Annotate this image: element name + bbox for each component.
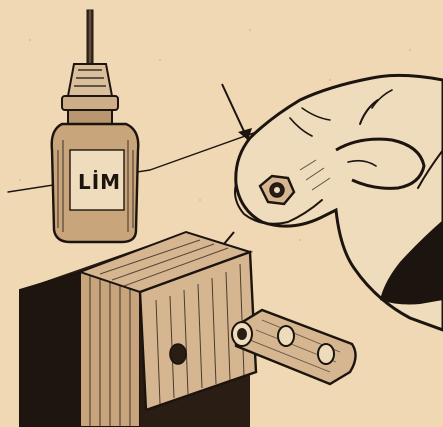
bottle-label-text: LİM [78, 170, 121, 194]
